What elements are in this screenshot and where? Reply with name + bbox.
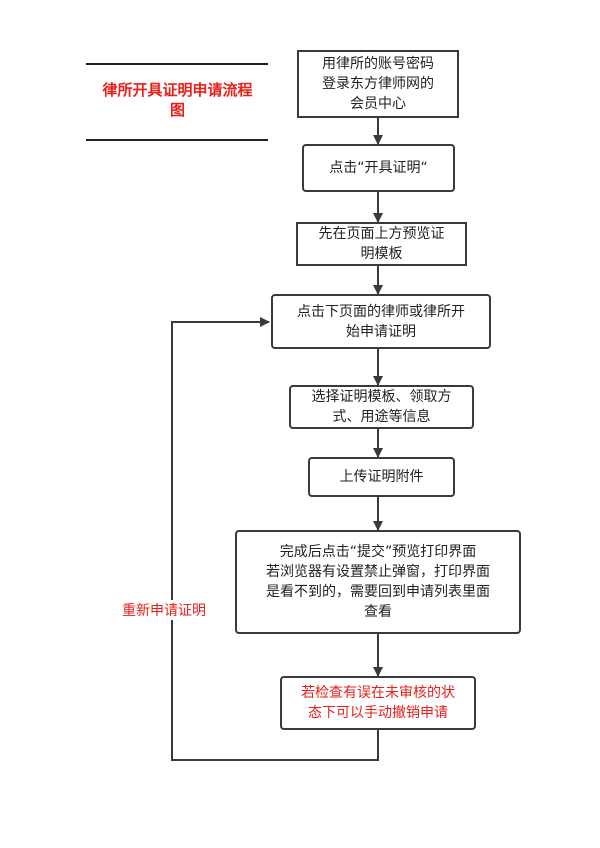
title-bottom-rule <box>86 139 268 141</box>
title-top-rule <box>86 63 268 65</box>
step-revoke: 若检查有误在未审核的状态下可以手动撤销申请 <box>280 676 476 730</box>
step-preview-template: 先在页面上方预览证明模板 <box>296 222 467 266</box>
loop-arrow <box>171 317 379 761</box>
step-upload: 上传证明附件 <box>308 457 455 497</box>
step-submit: 完成后点击“提交”预览打印界面若浏览器有设置禁止弹窗，打印界面是看不到的，需要回… <box>235 530 521 634</box>
step-select-info: 选择证明模板、领取方式、用途等信息 <box>289 385 474 429</box>
diagram-title: 律所开具证明申请流程 图 <box>102 81 253 119</box>
step-login: 用律所的账号密码登录东方律师网的会员中心 <box>297 50 459 118</box>
step-start-apply: 点击下页面的律师或律所开始申请证明 <box>271 294 491 349</box>
loop-label: 重新申请证明 <box>120 600 208 620</box>
step-click-issue: 点击“开具证明“ <box>302 144 455 192</box>
